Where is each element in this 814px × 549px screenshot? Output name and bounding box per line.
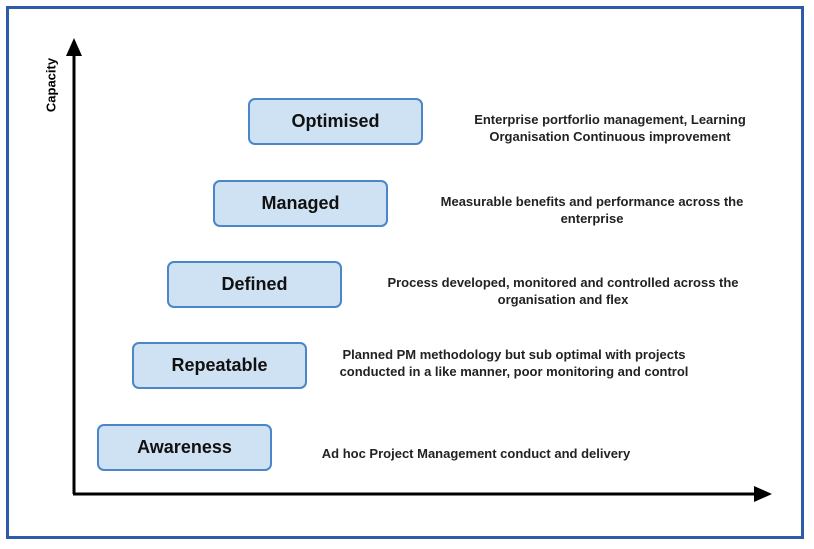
- level-box-managed: Managed: [213, 180, 388, 227]
- level-description-optimised: Enterprise portforlio management, Learni…: [474, 112, 746, 144]
- y-axis-label: Capacity: [43, 57, 59, 113]
- level-box-defined: Defined: [167, 261, 342, 308]
- level-description-managed: Measurable benefits and performance acro…: [440, 194, 744, 226]
- y-axis-arrow-icon: [66, 38, 82, 56]
- level-box-repeatable: Repeatable: [132, 342, 307, 389]
- level-description-repeatable: Planned PM methodology but sub optimal w…: [339, 347, 689, 379]
- x-axis-arrow-icon: [754, 486, 772, 502]
- level-box-optimised: Optimised: [248, 98, 423, 145]
- level-description-awareness: Ad hoc Project Management conduct and de…: [321, 446, 631, 461]
- level-description-defined: Process developed, monitored and control…: [387, 275, 739, 307]
- level-box-awareness: Awareness: [97, 424, 272, 471]
